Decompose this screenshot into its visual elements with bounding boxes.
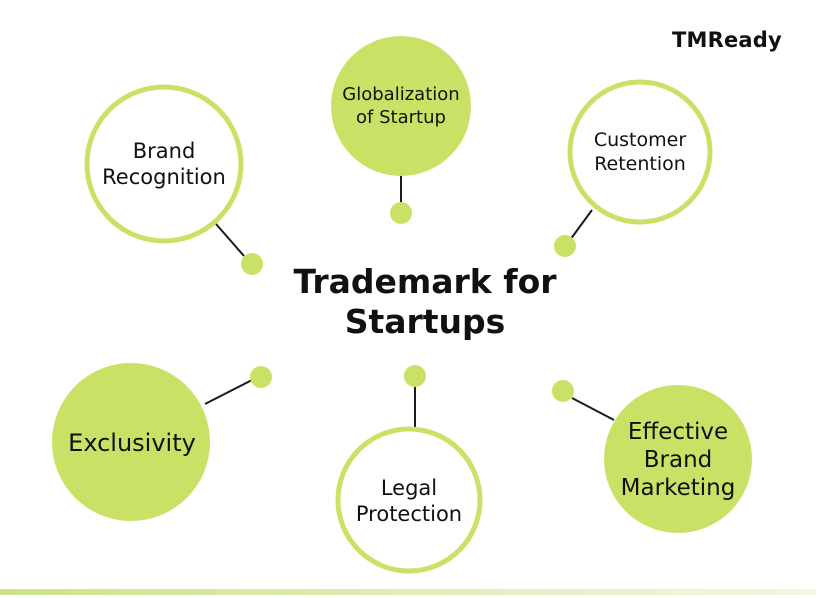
center-title-line1: Trademark for	[293, 262, 557, 301]
bottom-accent-bar	[0, 589, 816, 595]
node-label-brand-recognition-line1: Brand	[132, 139, 196, 163]
node-circle-customer-retention	[567, 79, 713, 225]
node-label-effective-brand-marketing-line1: Effective	[627, 419, 729, 445]
node-label-customer-retention: Customer Retention	[570, 108, 710, 196]
connector-dot-customer-retention	[554, 235, 576, 257]
node-label-brand-recognition: Brand Recognition	[94, 118, 234, 210]
center-title: Trademark for Startups	[270, 262, 580, 342]
node-label-legal-protection: Legal Protection	[339, 456, 479, 546]
connector-dot-legal-protection	[404, 365, 426, 387]
node-circle-exclusivity	[52, 363, 210, 521]
connector-effective-brand-marketing	[571, 397, 615, 421]
node-label-customer-retention-line1: Customer	[593, 129, 687, 151]
node-circle-legal-protection	[335, 426, 483, 574]
node-label-globalization: Globalization of Startup	[331, 62, 471, 150]
node-label-exclusivity-line1: Exclusivity	[68, 429, 196, 457]
node-label-legal-protection-line2: Protection	[355, 502, 463, 526]
node-label-legal-protection-line1: Legal	[380, 476, 438, 500]
brand-logo-text: TMReady	[672, 28, 782, 52]
connector-brand-recognition	[215, 223, 245, 257]
node-label-globalization-line2: of Startup	[356, 107, 446, 128]
node-label-customer-retention-line2: Retention	[594, 153, 686, 175]
node-label-globalization-line1: Globalization	[342, 84, 460, 105]
node-label-effective-brand-marketing-line3: Marketing	[620, 475, 736, 501]
connector-customer-retention	[569, 209, 593, 241]
connector-dot-brand-recognition	[241, 253, 263, 275]
center-title-line2: Startups	[344, 302, 506, 341]
node-circle-globalization	[331, 36, 471, 176]
connector-dot-globalization	[390, 202, 412, 224]
node-circle-brand-recognition	[84, 84, 244, 244]
connector-dot-exclusivity	[250, 366, 272, 388]
node-circle-effective-brand-marketing	[604, 385, 752, 533]
node-label-effective-brand-marketing: Effective Brand Marketing	[604, 412, 752, 508]
connector-exclusivity	[204, 379, 253, 405]
connector-dot-effective-brand-marketing	[552, 380, 574, 402]
node-label-effective-brand-marketing-line2: Brand	[643, 447, 713, 473]
node-label-exclusivity: Exclusivity	[52, 420, 212, 466]
node-label-brand-recognition-line2: Recognition	[102, 165, 226, 189]
